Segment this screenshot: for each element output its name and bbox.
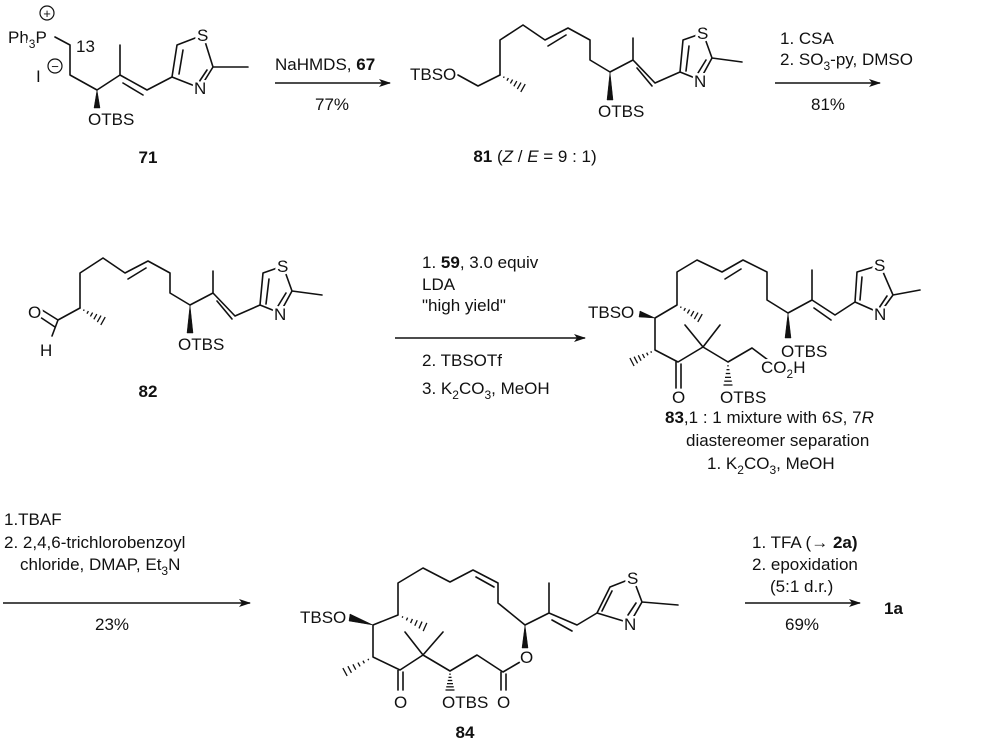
wedge-bond	[638, 310, 656, 319]
carbonyl-oxygen-label: O	[497, 693, 510, 712]
step-2: 1. CSA 2. SO3-py, DMSO 81%	[775, 29, 913, 114]
aldehyde-oxygen-label: O	[28, 303, 41, 322]
locant-13: 13	[76, 37, 95, 56]
otbs-label: OTBS	[88, 110, 134, 129]
iodide-label: I	[36, 67, 41, 86]
step-3-line-5: 3. K2CO3, MeOH	[422, 379, 550, 402]
hashed-bond	[502, 76, 526, 93]
hashed-bond	[342, 658, 370, 677]
step-5: 1. TFA (→ 2a) 2. epoxidation (5:1 d.r.) …	[745, 533, 861, 634]
step-5-line-2: 2. epoxidation	[752, 555, 858, 574]
tbso-label: TBSO	[300, 608, 346, 627]
step-3-line-3: "high yield"	[422, 296, 506, 315]
step-1-yield: 77%	[315, 95, 349, 114]
step-3: 1. 59, 3.0 equiv LDA "high yield" 2. TBS…	[395, 253, 586, 402]
product-1a-label: 1a	[884, 599, 903, 618]
hashed-bond	[679, 306, 703, 323]
otbs-label: OTBS	[598, 102, 644, 121]
plus-sign: +	[43, 6, 51, 21]
compound-number: 84	[456, 723, 475, 742]
compound-number: 71	[139, 148, 158, 167]
step-4-line-2: 2. 2,4,6-trichlorobenzoyl	[4, 533, 185, 552]
hashed-bond	[629, 351, 653, 367]
ester-oxygen-label: O	[520, 648, 533, 667]
compound-number: 81 (Z / E = 9 : 1)	[473, 147, 596, 166]
step-4: 1.TBAF 2. 2,4,6-trichlorobenzoyl chlorid…	[3, 510, 251, 634]
step-4-line-3: chloride, DMAP, Et3N	[20, 555, 180, 578]
compound-number: 82	[139, 382, 158, 401]
nitrogen-label: N	[874, 305, 886, 324]
sulfur-label: S	[197, 26, 208, 45]
hashed-bond	[401, 616, 428, 632]
step-5-yield: 69%	[785, 615, 819, 634]
compound-83: TBSO OTBS O OTBS CO2H S N 83,1 : 1 mixtu…	[586, 254, 921, 477]
step-4-yield: 23%	[95, 615, 129, 634]
step-4-line-1: 1.TBAF	[4, 510, 62, 529]
wedge-bond	[784, 312, 792, 339]
compound-82: O H 82	[26, 257, 322, 401]
step-3-line-4: 2. TBSOTf	[422, 351, 502, 370]
sulfur-label: S	[697, 24, 708, 43]
otbs-label: OTBS	[442, 693, 488, 712]
hashed-bond	[445, 673, 455, 691]
hashed-bond	[723, 365, 733, 386]
ketone-oxygen-label: O	[394, 693, 407, 712]
step-1: NaHMDS, 67 77%	[275, 55, 391, 114]
otbs-label: OTBS	[720, 388, 766, 407]
compound-84: TBSO O O OTBS O S N 84	[298, 567, 679, 742]
minus-charge-icon	[47, 58, 63, 74]
otbs-label: OTBS	[781, 342, 827, 361]
step-1-reagents: NaHMDS, 67	[275, 55, 375, 74]
wedge-bond	[348, 613, 374, 626]
nitrogen-label: N	[194, 79, 206, 98]
sulfur-label: S	[874, 256, 885, 275]
step-2-line-1: 1. CSA	[780, 29, 835, 48]
step-2-yield: 81%	[811, 95, 845, 114]
wedge-bond	[93, 89, 101, 109]
ketone-oxygen-label: O	[672, 388, 685, 407]
tbso-label: TBSO	[410, 65, 456, 84]
separation-note: diastereomer separation	[686, 431, 869, 450]
sulfur-label: S	[627, 569, 638, 588]
step-3-line-1: 1. 59, 3.0 equiv	[422, 253, 539, 272]
compound-number: 83,1 : 1 mixture with 6S, 7R	[665, 408, 874, 427]
aldehyde-hydrogen-label: H	[40, 341, 52, 360]
step-5-line-1: 1. TFA (→ 2a)	[752, 533, 858, 552]
phosphonium-label: Ph3P	[8, 28, 47, 51]
nitrogen-label: N	[624, 615, 636, 634]
plus-charge-icon	[39, 5, 55, 21]
hydrolysis-note: 1. K2CO3, MeOH	[707, 454, 835, 477]
step-3-line-2: LDA	[422, 275, 456, 294]
compound-81: OTBS S N TBSO 81 (Z / E = 9 : 1)	[410, 22, 743, 166]
wedge-bond	[521, 624, 529, 649]
tbso-label: TBSO	[588, 303, 634, 322]
minus-sign: −	[51, 59, 59, 74]
step-2-line-2: 2. SO3-py, DMSO	[780, 50, 913, 73]
carboxylic-acid-label: CO2H	[761, 358, 805, 381]
compound-71: Ph3P + I − 13 OTBS S N 71	[6, 5, 249, 167]
step-5-line-3: (5:1 d.r.)	[770, 577, 833, 596]
nitrogen-label: N	[694, 72, 706, 91]
